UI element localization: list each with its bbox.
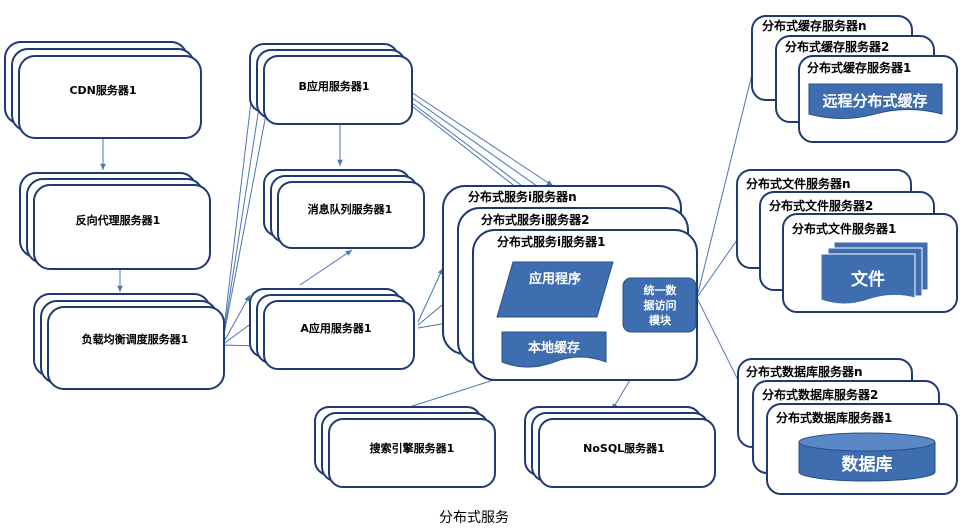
search-engine-label: 搜索引擎服务器1 [370, 441, 455, 455]
cache-server-n-label: 分布式缓存服务器n [762, 18, 867, 33]
distributed-service-cluster[interactable]: 分布式服务i服务器n 分布式服务i服务器2 分布式服务i服务器1 应用程序 本地… [442, 185, 698, 381]
db-server-1-label: 分布式数据库服务器1 [776, 410, 892, 425]
arrow-service-to-db [697, 299, 745, 393]
files-shape[interactable]: 文件 [820, 241, 929, 305]
service-server-2-label: 分布式服务i服务器2 [481, 212, 589, 227]
application-program-shape[interactable]: 应用程序 [496, 261, 614, 318]
cdn-server-label: CDN服务器1 [69, 83, 136, 97]
load-balancer-stack[interactable]: 负载均衡调度服务器1 [33, 293, 225, 390]
service-server-1-label: 分布式服务i服务器1 [497, 234, 605, 249]
arrow-lb-to-b3 [221, 103, 270, 346]
distributed-database-cluster[interactable]: 分布式数据库服务器n 分布式数据库服务器2 分布式数据库服务器1 数据库 [737, 358, 958, 495]
cdn-server-stack[interactable]: CDN服务器1 [4, 41, 202, 139]
a-app-server-label: A应用服务器1 [300, 321, 371, 335]
cache-server-1-label: 分布式缓存服务器1 [807, 60, 911, 75]
nosql-label: NoSQL服务器1 [583, 441, 665, 455]
database-cylinder-icon[interactable]: 数据库 [798, 432, 936, 482]
distributed-file-cluster[interactable]: 分布式文件服务器n 分布式文件服务器2 分布式文件服务器1 文件 [736, 169, 958, 313]
files-label: 文件 [851, 269, 885, 290]
reverse-proxy-label: 反向代理服务器1 [76, 213, 161, 227]
local-cache-shape[interactable]: 本地缓存 [501, 331, 607, 368]
cache-server-2-label: 分布式缓存服务器2 [785, 39, 889, 54]
message-queue-stack[interactable]: 消息队列服务器1 [263, 169, 425, 249]
local-cache-label: 本地缓存 [528, 340, 580, 356]
b-app-server-stack[interactable]: B应用服务器1 [249, 43, 413, 125]
arrow-lb-to-b2 [221, 81, 265, 346]
message-queue-label: 消息队列服务器1 [308, 202, 393, 216]
file-server-1-label: 分布式文件服务器1 [792, 221, 896, 236]
database-label: 数据库 [842, 454, 893, 475]
arrow-b-to-svc1 [407, 89, 554, 187]
data-access-line-1: 统一数 [644, 283, 678, 297]
distributed-cache-cluster[interactable]: 分布式缓存服务器n 分布式缓存服务器2 分布式缓存服务器1 远程分布式缓存 [751, 15, 958, 143]
data-access-line-2: 据访问 [644, 298, 677, 312]
reverse-proxy-stack[interactable]: 反向代理服务器1 [19, 172, 211, 270]
diagram-caption: 分布式服务 [439, 510, 509, 526]
remote-cache-shape[interactable]: 远程分布式缓存 [808, 83, 943, 119]
file-server-n-label: 分布式文件服务器n [746, 176, 851, 191]
data-access-module[interactable]: 统一数 据访问 模块 [622, 277, 697, 333]
a-app-server-stack[interactable]: A应用服务器1 [249, 288, 415, 370]
arrow-lb-to-a1 [221, 294, 251, 346]
application-program-label: 应用程序 [529, 271, 581, 287]
arrow-a-to-mq [299, 249, 353, 286]
file-server-2-label: 分布式文件服务器2 [769, 198, 873, 213]
arrow-a-to-svc1 [417, 267, 444, 323]
load-balancer-label: 负载均衡调度服务器1 [82, 332, 189, 346]
db-server-2-label: 分布式数据库服务器2 [762, 387, 878, 402]
service-server-n-label: 分布式服务i服务器n [468, 189, 577, 204]
db-server-n-label: 分布式数据库服务器n [746, 364, 863, 379]
b-app-server-label: B应用服务器1 [298, 79, 369, 93]
remote-cache-label: 远程分布式缓存 [822, 92, 927, 110]
arrow-service-to-cache [697, 57, 758, 294]
arrow-lb-to-b1 [221, 59, 259, 346]
nosql-stack[interactable]: NoSQL服务器1 [524, 406, 716, 488]
data-access-line-3: 模块 [649, 313, 672, 327]
search-engine-stack[interactable]: 搜索引擎服务器1 [314, 406, 496, 488]
